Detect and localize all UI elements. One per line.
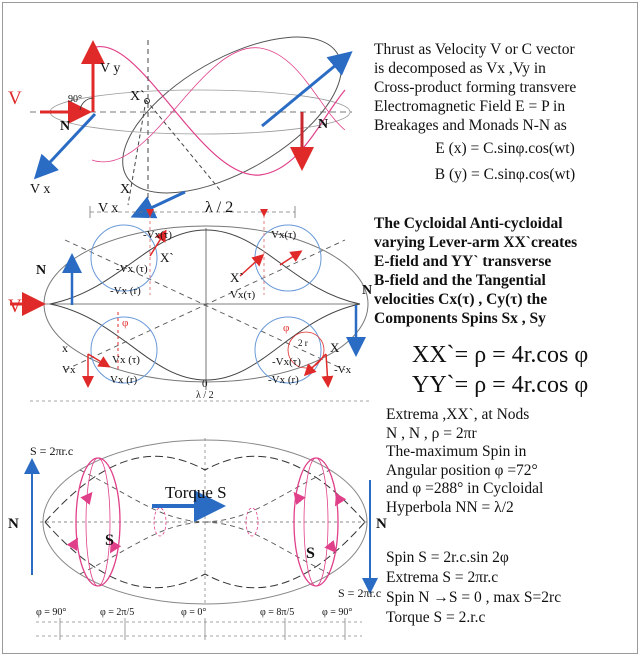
n-left-label: N xyxy=(60,119,70,134)
middle-x-right: X xyxy=(330,340,340,355)
n-right-label: N xyxy=(318,117,328,132)
middle-x-left: x xyxy=(62,341,68,355)
bottom-s-left: S xyxy=(105,532,114,549)
bottom-n-right: N xyxy=(376,516,387,532)
cycloidal-line: B-field and the Tangential xyxy=(374,272,546,289)
middle-n-left: N xyxy=(36,263,46,278)
middle-lambda-half: λ / 2 xyxy=(196,390,214,401)
phi-mark-2: φ = 2π/5 xyxy=(100,607,134,618)
intro-line: Electromagnetic Field E = P in xyxy=(374,98,566,115)
spin-line: Spin N →S = 0 , max S=2rc xyxy=(386,589,562,606)
middle-neg-vx-right: -Vx xyxy=(334,364,352,376)
middle-n-right: N xyxy=(362,283,372,298)
middle-zero: 0 xyxy=(202,378,208,390)
intro-line: Cross-product forming transvere xyxy=(374,79,577,96)
cycloidal-line: The Cycloidal Anti-cycloidal xyxy=(374,215,563,232)
extrema-line: Hyperbola NN = λ/2 xyxy=(386,498,514,516)
v-label: V xyxy=(8,88,22,109)
cycloidal-line: Components Spins Sx , Sy xyxy=(374,310,546,327)
middle-v-label: V xyxy=(8,296,22,317)
phi-mark-1: φ = 90° xyxy=(36,607,66,618)
extrema-line: N , N , ρ = 2πr xyxy=(386,424,477,442)
intro-paragraph: Thrust as Velocity V or C vector is deco… xyxy=(374,40,636,135)
spin-paragraph: Spin S = 2r.c.sin 2φ Extrema S = 2πr.c S… xyxy=(386,548,636,628)
yy-equation: YY`= ρ = 4r.cos φ xyxy=(412,372,589,398)
intro-line: Breakages and Monads N-N as xyxy=(374,117,567,134)
middle-vx-tau-bottom: Vx (τ) xyxy=(112,354,140,366)
middle-neg-vx-r-1: -Vx (r) xyxy=(110,285,141,297)
equation-b: B (y) = C.sinφ.cos(wt) xyxy=(434,166,576,183)
extrema-line: and φ =288° in Cycloidal xyxy=(386,480,544,497)
middle-neg-vx-tau-3: -Vx(τ) xyxy=(272,356,301,368)
bottom-vx-label: V x xyxy=(98,201,118,216)
cycloidal-paragraph: The Cycloidal Anti-cycloidal varying Lev… xyxy=(374,214,636,328)
bottom-diagram: S = 2πr.c S = 2πr.c Torque S N N S S φ =… xyxy=(8,438,387,640)
middle-vx-left: Vx xyxy=(62,364,76,376)
bottom-s-bottom-right: S = 2πr.c xyxy=(338,586,381,600)
phi-mark-5: φ = 90° xyxy=(322,607,352,618)
cycloidal-line: velocities Cx(τ) , Cy(τ) the xyxy=(374,291,548,308)
spin-line: Torque S = 2.r.c xyxy=(386,609,486,626)
middle-neg-vx-r-3: -Vx (r) xyxy=(268,374,299,386)
intro-line: is decomposed as Vx ,Vy in xyxy=(374,60,546,77)
middle-vx-tau-2: Vx(τ) xyxy=(230,289,256,301)
middle-vx-r-bottom: Vx (r) xyxy=(110,374,138,386)
cycloidal-line: varying Lever-arm XX`creates xyxy=(374,234,578,251)
spin-line: Spin S = 2r.c.sin 2φ xyxy=(386,549,509,566)
middle-phi-left: φ xyxy=(122,317,128,329)
vy-label: V y xyxy=(100,61,120,76)
x-prime-label: X` xyxy=(130,89,145,104)
intro-line: Thrust as Velocity V or C vector xyxy=(374,41,575,58)
bottom-s-right: S xyxy=(306,545,315,562)
middle-two-r: 2 r xyxy=(298,338,308,348)
x-label: X xyxy=(120,182,130,197)
phi-mark-4: φ = 8π/5 xyxy=(260,607,294,618)
equation-e: E (x) = C.sinφ.cos(wt) xyxy=(435,140,575,157)
phi-mark-3: φ = 0° xyxy=(181,607,206,618)
middle-phi-right: φ xyxy=(283,322,289,334)
middle-neg-vx-tau-top: -Vx(τ) xyxy=(143,229,172,241)
spin-line: Extrema S = 2πr.c xyxy=(386,569,499,586)
lambda-half-top: λ / 2 xyxy=(205,199,233,216)
top-diagram: V y V 90° N V x X` X N V x λ / 2 xyxy=(8,36,353,219)
xx-equation: XX`= ρ = 4r.cos φ xyxy=(412,342,589,368)
angle-label: 90° xyxy=(68,94,82,105)
extrema-line: Angular position φ =72° xyxy=(386,461,538,479)
extrema-line: The-maximum Spin in xyxy=(386,443,527,460)
middle-x-prime-1: X` xyxy=(160,250,174,265)
middle-x-prime-2: X` xyxy=(230,270,244,285)
torque-label: Torque S xyxy=(165,483,227,502)
cycloidal-line: E-field and YY` transverse xyxy=(374,253,552,270)
vx-label: V x xyxy=(30,182,50,197)
middle-neg-vx-tau-1: -Vx (τ) xyxy=(116,263,148,275)
extrema-paragraph: Extrema ,XX`, at Nods N , N , ρ = 2πr Th… xyxy=(386,406,636,517)
bottom-s-top-left: S = 2πr.c xyxy=(30,444,73,458)
middle-vx-tau-top: Vx(τ) xyxy=(271,229,297,241)
bottom-n-left: N xyxy=(8,516,19,532)
extrema-line: Extrema ,XX`, at Nods xyxy=(386,406,530,423)
middle-diagram: V N N -Vx (τ) -Vx (r) Vx(τ) -Vx(τ) X` X`… xyxy=(8,209,372,402)
